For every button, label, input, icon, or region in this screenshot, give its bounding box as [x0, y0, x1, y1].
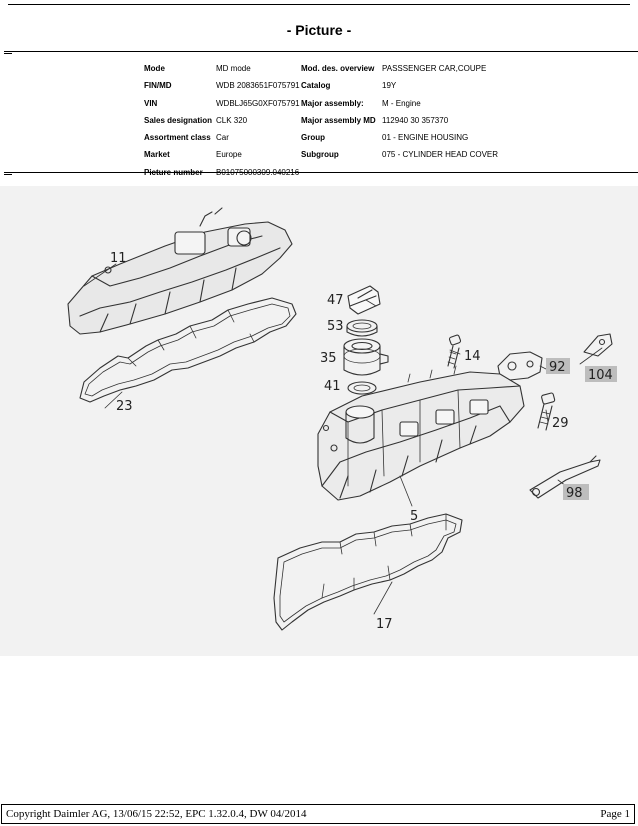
callout-highlight	[563, 484, 589, 500]
callout-label: 53	[327, 319, 344, 334]
page-number: Page 1	[600, 808, 630, 820]
leader-line	[104, 391, 123, 409]
parts-diagram-svg: 11 23 47 53 35 41 14 92 104 29 5 98 17	[67, 207, 617, 632]
callout-label: 104	[588, 368, 613, 383]
info-value: 19Y	[382, 81, 397, 91]
callout-highlight	[585, 366, 617, 382]
info-label: FIN/MD	[144, 81, 172, 91]
callout-label: 41	[324, 379, 341, 394]
leader-line	[83, 263, 117, 287]
copyright-text: Copyright Daimler AG, 13/06/15 22:52, EP…	[6, 808, 307, 820]
callout-label: 35	[320, 351, 337, 366]
leader-line	[449, 349, 461, 355]
callout-highlight	[546, 358, 570, 374]
leader-line	[399, 475, 413, 507]
info-value: PASSSENGER CAR,COUPE	[382, 64, 487, 73]
info-rule	[4, 172, 638, 173]
callout-label: 14	[464, 349, 481, 364]
part-seal-ring	[346, 319, 378, 337]
leader-line	[545, 409, 549, 423]
info-value: Car	[216, 133, 229, 143]
info-value: WDB 2083651F075791	[216, 81, 300, 91]
header-rule	[4, 51, 638, 52]
info-rule-accent	[4, 174, 12, 175]
part-lower-gasket	[273, 513, 463, 631]
info-value: M - Engine	[382, 98, 421, 108]
info-label: Catalog	[301, 81, 331, 91]
part-bolt-14	[447, 334, 462, 369]
part-bracket-98	[529, 455, 601, 499]
leader-line	[373, 581, 393, 615]
part-filler-neck	[343, 338, 389, 376]
header-rule-accent	[4, 53, 12, 54]
info-label: Sales designation	[144, 115, 213, 125]
info-left-values: MD mode WDB 2083651F075791 WDBLJ65G0XF07…	[216, 60, 300, 181]
callout-label: 17	[376, 617, 393, 632]
info-value: WDBLJ65G0XF075791	[216, 98, 300, 108]
info-value: MD mode	[216, 64, 251, 73]
info-label: Mod. des. overview	[301, 64, 375, 73]
info-right-values: PASSSENGER CAR,COUPE 19Y M - Engine 1129…	[382, 60, 498, 164]
leader-line	[365, 299, 377, 307]
part-bracket-92	[497, 351, 543, 381]
page-footer: Copyright Daimler AG, 13/06/15 22:52, EP…	[1, 804, 635, 824]
info-value: 075 - CYLINDER HEAD COVER	[382, 150, 499, 160]
info-right-labels: Mod. des. overview Catalog Major assembl…	[301, 60, 376, 164]
page-title: - Picture -	[286, 22, 352, 38]
info-label: Assortment class	[144, 133, 211, 143]
callout-label: 23	[116, 399, 133, 414]
part-upper-cover	[67, 207, 293, 335]
info-label: Major assembly MD	[301, 115, 376, 125]
info-label: Major assembly:	[301, 98, 364, 108]
part-cylinder-head-cover	[317, 365, 525, 501]
parts-diagram: 11 23 47 53 35 41 14 92 104 29 5 98 17	[0, 186, 638, 656]
info-label: Market	[144, 150, 170, 160]
info-label: Group	[301, 133, 325, 143]
info-label: VIN	[144, 98, 158, 108]
callout-label: 47	[327, 293, 344, 308]
info-value: 01 - ENGINE HOUSING	[382, 133, 469, 143]
part-oil-cap	[347, 285, 381, 315]
callout-label: 11	[110, 251, 127, 266]
leader-line	[579, 347, 603, 365]
callout-label: 92	[549, 360, 566, 375]
callout-label: 5	[410, 509, 418, 524]
callout-label: 29	[552, 416, 569, 431]
info-value: Europe	[216, 150, 242, 160]
info-value: 112940 30 357370	[382, 115, 449, 125]
callout-label: 98	[566, 486, 583, 501]
part-upper-gasket	[79, 297, 297, 403]
info-value: CLK 320	[216, 115, 248, 125]
part-bracket-104	[583, 333, 613, 357]
top-rule	[8, 4, 630, 5]
info-left-labels: Mode FIN/MD VIN Sales designation Assort…	[144, 60, 212, 181]
part-o-ring	[347, 381, 377, 395]
info-label: Subgroup	[301, 150, 339, 160]
info-label: Mode	[144, 64, 165, 73]
